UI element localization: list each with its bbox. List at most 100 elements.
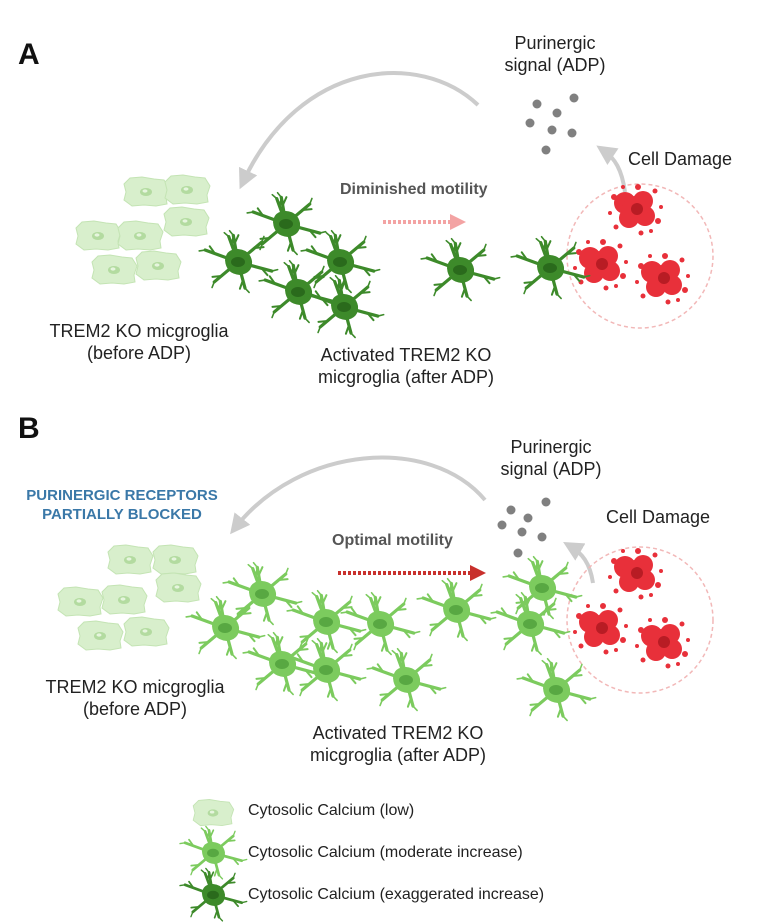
resting-microglia-cell [164, 174, 211, 205]
activated-microglia-cell [516, 657, 597, 722]
activated-microglia-cell [286, 589, 367, 654]
adp-particle [513, 548, 523, 558]
panel-b-graphics [57, 455, 714, 722]
resting-microglia-cell [91, 254, 138, 285]
activated-microglia-cell [366, 647, 447, 712]
adp-particle [537, 532, 547, 542]
return-arrow-a [239, 71, 480, 190]
purinergic-signal-label-b: Purinergic signal (ADP) [486, 436, 616, 480]
activated-microglia-cell [420, 237, 501, 302]
adp-particles-a [525, 93, 579, 155]
activated-microglia-cell [304, 274, 385, 339]
adp-particle [497, 520, 507, 530]
panel-a-graphics [75, 71, 714, 339]
before-adp-label-b: TREM2 KO micgroglia (before ADP) [32, 676, 238, 720]
activated-microglia-cell [185, 595, 266, 660]
damaged-cell [608, 184, 663, 236]
activated-microglia-cell [300, 229, 381, 294]
activated-microglia-cell [246, 191, 327, 256]
activated-microglia-b [185, 555, 597, 722]
cell-damage-label-a: Cell Damage [628, 149, 733, 169]
after-line-2-a: micgroglia (after ADP) [317, 367, 495, 387]
panel-b-letter: B [18, 412, 40, 445]
legend-low-label: Cytosolic Calcium (low) [248, 802, 415, 819]
resting-microglia-cell [163, 206, 210, 237]
adp-particles-b [497, 497, 551, 558]
purinergic-signal-label-a: Purinergic signal (ADP) [490, 32, 620, 76]
adp-particle [525, 118, 535, 128]
resting-microglia-cell [117, 220, 164, 251]
resting-microglia-cell [192, 799, 235, 827]
cell-damage-label-b: Cell Damage [606, 507, 711, 527]
signal-arrow-b [563, 541, 595, 584]
damaged-cell [635, 253, 690, 305]
before-line-1-a: TREM2 KO micgroglia [49, 321, 229, 341]
adp-particle [541, 145, 551, 155]
damaged-cell [573, 239, 628, 291]
legend-moderate-label: Cytosolic Calcium (moderate increase) [248, 844, 523, 861]
signal-line-1-b: Purinergic [510, 437, 592, 457]
adp-particle [569, 93, 579, 103]
signal-line-1-a: Purinergic [514, 33, 596, 53]
diminished-motility-label: Diminished motility [340, 181, 488, 198]
legend-exaggerated-label: Cytosolic Calcium (exaggerated increase) [248, 886, 545, 903]
activated-microglia-cell [510, 235, 591, 300]
damaged-cell [608, 548, 663, 600]
damage-zone-outline [566, 546, 714, 694]
resting-microglia-b [57, 544, 202, 651]
before-line-2-b: (before ADP) [82, 699, 188, 719]
adp-particle [523, 513, 533, 523]
resting-microglia-cell [107, 544, 154, 575]
after-adp-label-b: Activated TREM2 KO micgroglia (after ADP… [288, 722, 508, 766]
legend-icons [179, 799, 248, 922]
resting-microglia-cell [77, 620, 124, 651]
after-line-2-b: micgroglia (after ADP) [309, 745, 487, 765]
signal-line-2-b: signal (ADP) [500, 459, 602, 479]
resting-microglia-cell [155, 572, 202, 603]
before-line-2-a: (before ADP) [86, 343, 192, 363]
damage-zone-b [566, 546, 714, 694]
resting-microglia-cell [123, 176, 170, 207]
activated-microglia-cell [179, 825, 248, 880]
adp-particle [517, 527, 527, 537]
activated-microglia-cell [222, 561, 303, 626]
resting-microglia-cell [152, 544, 199, 575]
activated-microglia-cell [490, 591, 571, 656]
adp-particle [506, 505, 516, 515]
activated-microglia-cell [286, 637, 367, 702]
resting-microglia-cell [75, 220, 122, 251]
panel-a-letter: A [18, 38, 40, 71]
damage-zone-outline [566, 183, 714, 329]
resting-microglia-cell [57, 586, 104, 617]
blocked-line-1: PURINERGIC RECEPTORS [26, 487, 218, 504]
adp-particle [547, 125, 557, 135]
activated-microglia-cell [198, 229, 279, 294]
activated-microglia-cell [179, 867, 248, 922]
receptors-blocked-label: PURINERGIC RECEPTORS PARTIALLY BLOCKED [4, 486, 240, 524]
resting-microglia-cell [135, 250, 182, 281]
resting-microglia-cell [123, 616, 170, 647]
adp-particle [541, 497, 551, 507]
optimal-motility-label: Optimal motility [332, 532, 453, 549]
adp-particle [552, 108, 562, 118]
activated-microglia-cell [416, 577, 497, 642]
resting-microglia-a [75, 174, 211, 285]
blocked-line-2: PARTIALLY BLOCKED [42, 506, 202, 523]
damaged-cell [573, 603, 628, 655]
before-line-1-b: TREM2 KO micgroglia [45, 677, 225, 697]
after-line-1-a: Activated TREM2 KO [320, 345, 492, 365]
adp-particle [567, 128, 577, 138]
activated-microglia-cell [242, 631, 323, 696]
damaged-cell [635, 617, 690, 669]
activated-microglia-cell [340, 591, 421, 656]
resting-microglia-cell [101, 584, 148, 615]
signal-line-2-a: signal (ADP) [504, 55, 606, 75]
return-arrow-b [230, 455, 487, 535]
after-line-1-b: Activated TREM2 KO [312, 723, 484, 743]
after-adp-label-a: Activated TREM2 KO micgroglia (after ADP… [296, 344, 516, 388]
activated-microglia-cell [502, 555, 583, 620]
activated-microglia-a [198, 191, 591, 339]
adp-particle [532, 99, 542, 109]
